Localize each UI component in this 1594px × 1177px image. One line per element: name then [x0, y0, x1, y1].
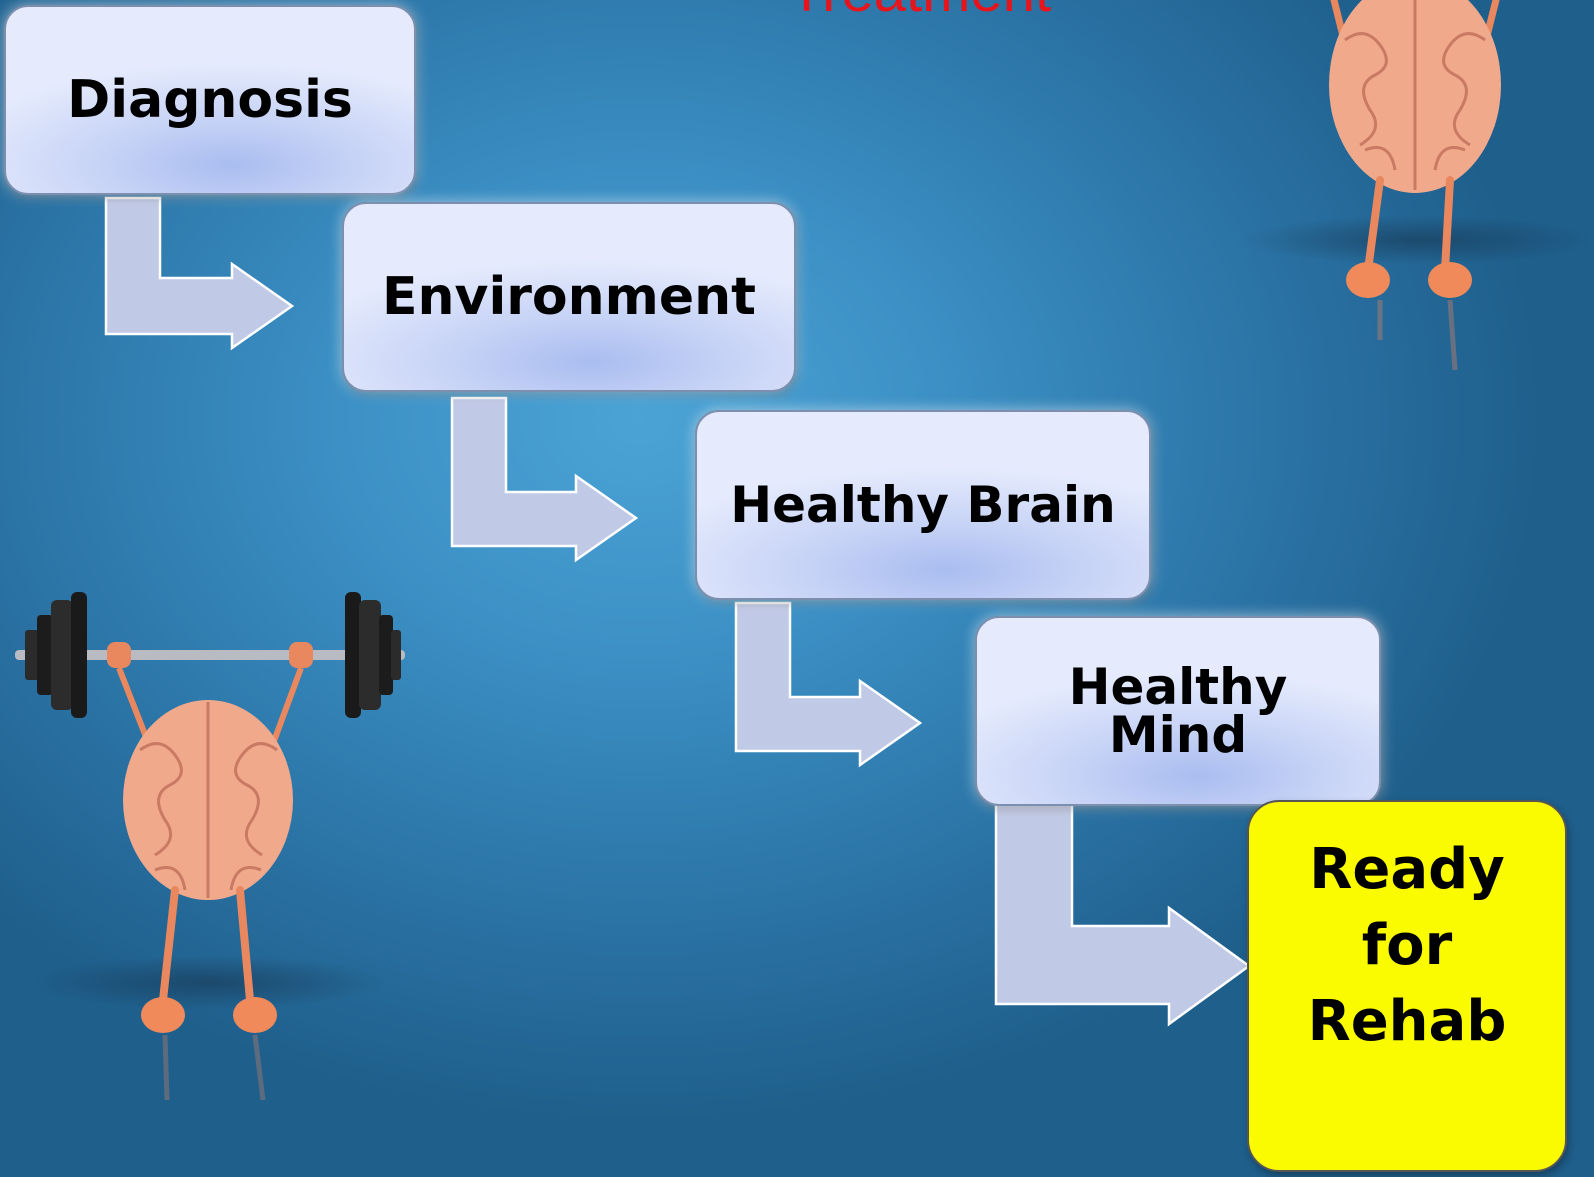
step-healthy-brain: Healthy Brain	[695, 410, 1151, 600]
step-label-line: for	[1308, 908, 1507, 984]
step-label: Diagnosis	[67, 70, 353, 130]
step-label-line: Rehab	[1308, 984, 1507, 1060]
step-label: Environment	[382, 267, 756, 327]
step-diagnosis: Diagnosis	[4, 5, 416, 195]
bent-arrow-2	[450, 396, 650, 566]
step-label-line: Ready	[1308, 832, 1507, 908]
brain-lifting-barbell-icon	[15, 590, 405, 1110]
step-label-line: Healthy	[1069, 663, 1288, 711]
step-ready-for-rehab: Ready for Rehab	[1247, 800, 1567, 1172]
step-label-line: Mind	[1069, 711, 1288, 759]
step-label: Healthy Brain	[730, 476, 1115, 534]
slide-title: Treatment	[600, 0, 1240, 22]
step-environment: Environment	[342, 202, 796, 392]
bent-arrow-3	[734, 601, 934, 771]
bent-arrow-1	[104, 196, 304, 356]
step-healthy-mind: Healthy Mind	[975, 616, 1381, 806]
bent-arrow-4	[994, 798, 1264, 1033]
brain-figure-icon	[1320, 0, 1520, 380]
